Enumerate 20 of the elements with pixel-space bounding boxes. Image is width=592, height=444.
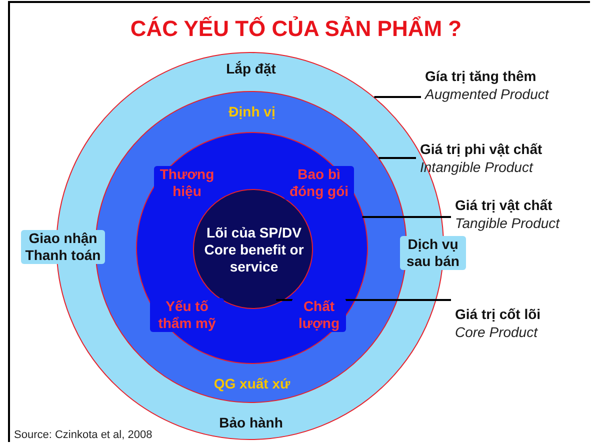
callout-heading: Gía trị tăng thêm (425, 67, 538, 85)
ring-label: Giao nhận Thanh toán (21, 230, 105, 264)
source-note: Source: Czinkota et al, 2008 (14, 429, 152, 441)
title: CÁC YẾU TỐ CỦA SẢN PHẨM ? (129, 16, 463, 42)
callout-heading: Giá trị cốt lõi (455, 305, 541, 323)
ring-label: Định vị (226, 104, 278, 120)
callout-subtitle: Augmented Product (425, 85, 549, 103)
leader-line (374, 96, 421, 98)
ring-label: Chất lượng (292, 298, 346, 332)
callout-subtitle: Core Product (455, 323, 539, 341)
ring-label: Bao bì đóng gói (284, 166, 354, 200)
ring-label: Dịch vụ sau bán (400, 236, 466, 270)
callout-heading: Giá trị vật chất (455, 196, 554, 214)
ring-label: QG xuất xứ (212, 376, 292, 392)
callout-heading: Giá trị phi vật chất (420, 140, 542, 158)
ring-label: Yếu tố thẩm mỹ (150, 298, 224, 332)
ring-label: Thương hiệu (154, 166, 220, 200)
ring-label: Lắp đặt (224, 60, 278, 78)
leader-line (378, 157, 416, 159)
callout-subtitle: Tangible Product (455, 214, 560, 232)
